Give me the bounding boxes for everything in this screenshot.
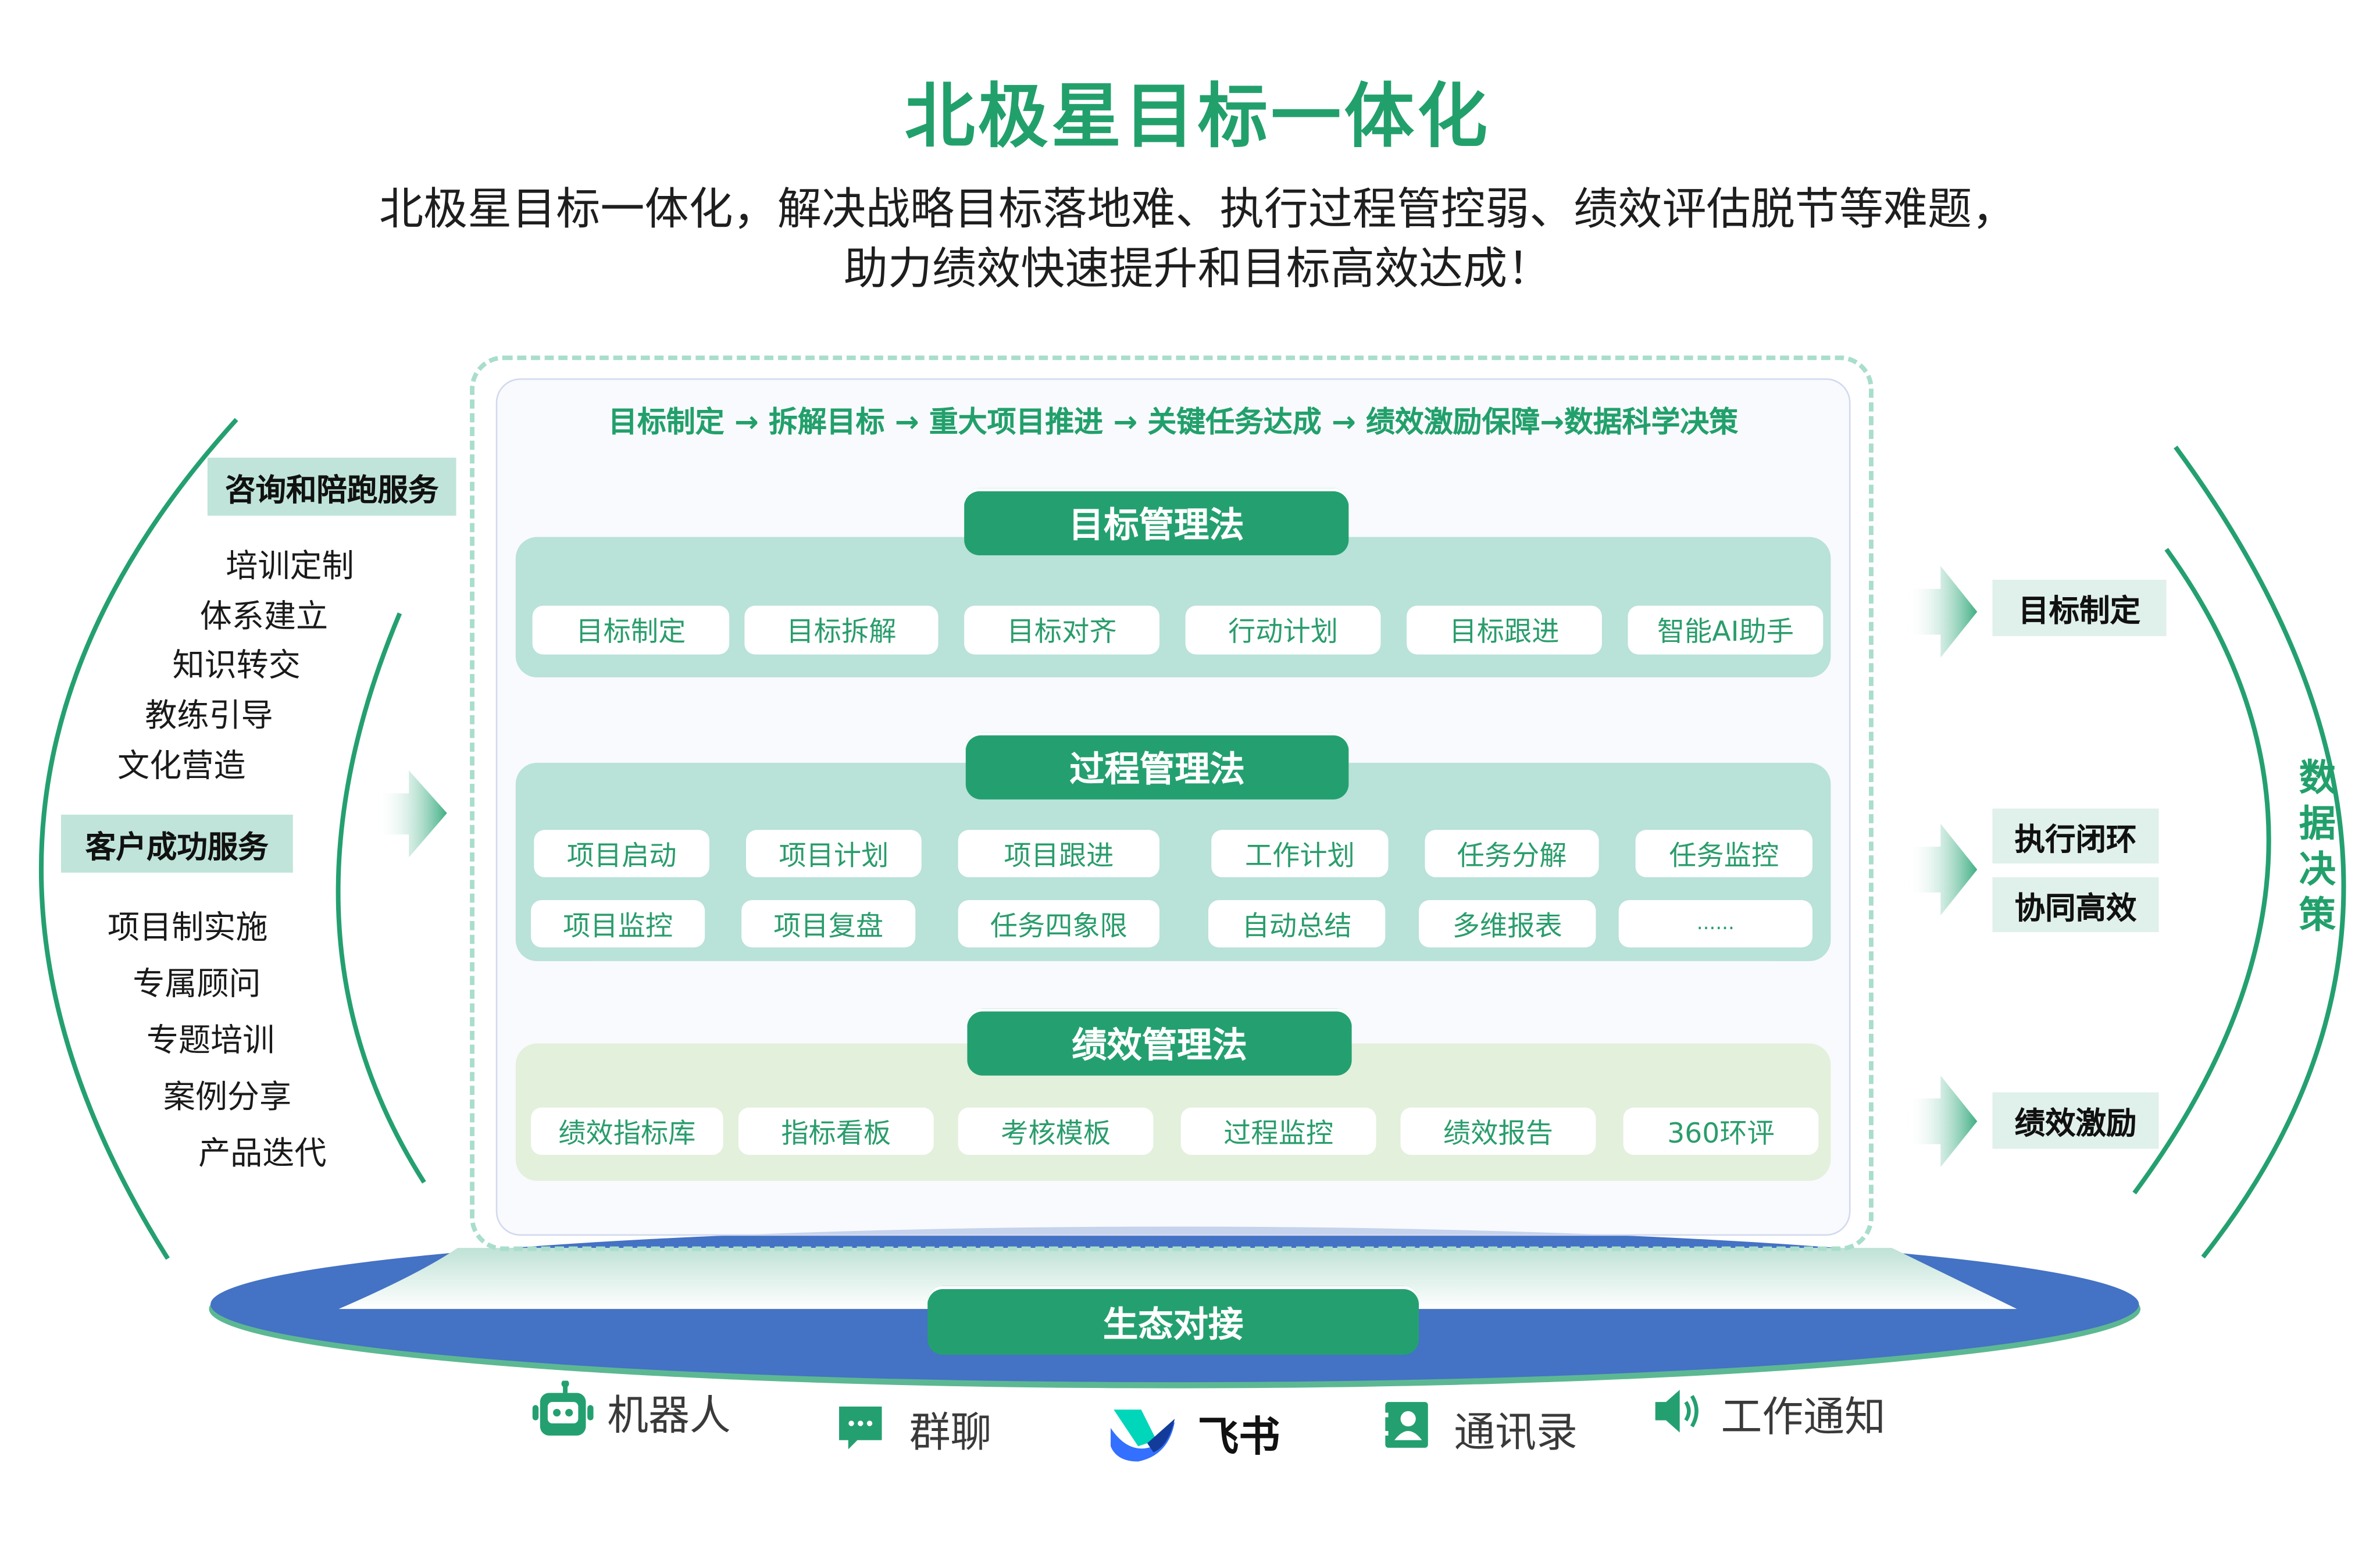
ecosystem-robot-label: 机器人 [607,1393,731,1440]
platform-inner [338,1248,2017,1309]
service-item: 产品迭代 [198,1135,327,1172]
goal-management-header: 目标管理法 [964,488,1349,556]
vertical-char: 数 [2299,756,2336,800]
ecosystem-contacts-label: 通讯录 [1454,1409,1578,1457]
service-item: 专属顾问 [133,965,261,1002]
subtitle-line-2: 助力绩效快速提升和目标高效达成！ [843,242,1552,295]
method-item: 智能AI助手 [1628,605,1824,655]
outcome-performance-incentive: 绩效激励 [1992,1092,2159,1149]
method-item: 项目跟进 [958,830,1160,877]
method-item-more: ...... [1618,900,1812,948]
method-item: 多维报表 [1419,900,1596,948]
method-item: 任务分解 [1425,830,1599,877]
method-item: 任务四象限 [958,900,1160,948]
left-arrow [377,770,447,858]
method-item: 目标制定 [532,605,730,655]
outer-dashed-frame [470,355,1874,1251]
speaker-icon [1655,1390,1699,1433]
method-item: 360环评 [1623,1107,1819,1155]
subtitle-line-1: 北极星目标一体化，解决战略目标落地难、执行过程管控弱、绩效评估脱节等难题， [379,183,2017,235]
right-inner-arc [2132,548,2271,1195]
method-item: 过程监控 [1180,1107,1376,1155]
service-item: 培训定制 [226,547,354,584]
outcome-execution-loop: 执行闭环 [1992,808,2159,864]
right-outer-arc [2174,445,2346,1259]
right-arrow-2 [1907,823,1978,916]
left-outer-arc [39,417,238,1260]
consulting-service-label: 咨询和陪跑服务 [207,458,456,516]
contacts-icon [1382,1402,1428,1448]
service-item: 案例分享 [163,1078,292,1115]
method-item: 行动计划 [1185,605,1381,655]
method-item: 任务监控 [1635,830,1812,877]
data-decision-vertical: 数 据 决 策 [2296,755,2339,938]
method-item: 项目计划 [745,830,922,877]
method-item: 目标对齐 [964,605,1160,655]
ecosystem-feishu-label: 飞书 [1197,1414,1280,1462]
vertical-char: 策 [2299,894,2336,937]
method-item: 考核模板 [958,1107,1154,1155]
method-item: 指标看板 [738,1107,934,1155]
outcome-collaboration: 协同高效 [1992,877,2159,933]
method-item: 项目启动 [534,830,710,877]
process-management-header: 过程管理法 [965,732,1349,800]
robot-icon [532,1380,594,1436]
outcome-goal-setting: 目标制定 [1992,580,2167,637]
feishu-logo [1111,1409,1175,1462]
method-item: 绩效指标库 [531,1107,723,1155]
ecosystem-chat-label: 群聊 [909,1409,992,1457]
performance-management-header: 绩效管理法 [967,1008,1352,1076]
method-item: 目标拆解 [744,605,939,655]
method-item: 自动总结 [1208,900,1386,948]
method-item: 目标跟进 [1407,605,1602,655]
service-item: 体系建立 [199,598,329,635]
service-item: 知识转交 [172,647,301,684]
vertical-char: 决 [2299,848,2336,891]
right-arrow-1 [1907,566,1978,658]
ecosystem-header: 生态对接 [927,1286,1419,1355]
page-title: 北极星目标一体化 [904,74,1491,158]
method-item: 项目监控 [531,900,705,948]
service-item: 教练引导 [145,697,273,734]
service-item: 专题培训 [146,1022,275,1059]
vertical-char: 据 [2299,802,2336,845]
service-item: 文化营造 [117,747,246,784]
chat-icon [839,1407,882,1450]
process-flow: 目标制定 → 拆解目标 → 重大项目推进 → 关键任务达成 → 绩效激励保障→数… [608,405,1739,440]
method-item: 项目复盘 [741,900,916,948]
ecosystem-notification-label: 工作通知 [1721,1394,1886,1442]
goal-management-band [515,537,1831,677]
left-inner-arc [336,612,426,1184]
customer-success-label: 客户成功服务 [60,815,293,873]
service-item: 项目制实施 [107,909,268,946]
method-item: 绩效报告 [1400,1107,1596,1155]
method-item: 工作计划 [1211,830,1389,877]
right-arrow-3 [1907,1075,1978,1168]
